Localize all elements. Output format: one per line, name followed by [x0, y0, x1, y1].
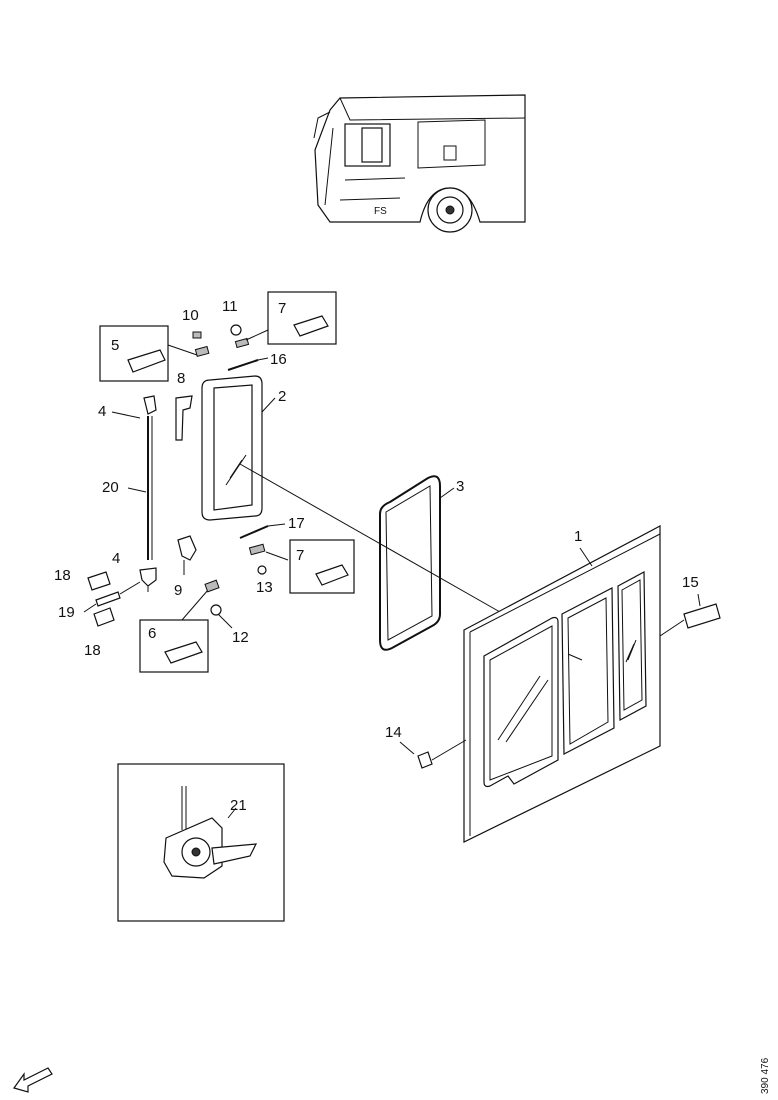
- label-11: 11: [222, 298, 238, 315]
- callout-11: 11: [222, 298, 242, 336]
- label-19: 19: [58, 604, 75, 621]
- callout-2: 2: [201, 375, 286, 521]
- callout-18-top: 18: [54, 567, 111, 591]
- callout-17: 17: [239, 515, 305, 539]
- callout-12: 12: [210, 604, 249, 646]
- label-8: 8: [177, 370, 185, 387]
- label-15: 15: [682, 574, 699, 591]
- label-20: 20: [102, 479, 119, 496]
- label-9: 9: [174, 582, 182, 599]
- label-10: 10: [182, 307, 199, 324]
- part-11-nut: [230, 324, 242, 336]
- callout-4-top: 4: [98, 395, 157, 420]
- label-16: 16: [270, 351, 287, 368]
- label-13: 13: [256, 579, 273, 596]
- reference-number: 390 476: [760, 1057, 771, 1094]
- label-5: 5: [111, 337, 119, 354]
- label-18-top: 18: [54, 567, 71, 584]
- label-2: 2: [278, 388, 286, 405]
- label-1: 1: [574, 528, 582, 545]
- part-10-clip: [192, 331, 202, 339]
- callout-20: 20: [102, 416, 153, 560]
- callout-4-bottom: 4: [112, 550, 157, 592]
- callout-15: 15: [659, 574, 721, 637]
- label-3: 3: [456, 478, 464, 495]
- label-6: 6: [148, 625, 156, 642]
- label-7-top: 7: [278, 300, 286, 317]
- callout-14: 14: [385, 724, 467, 769]
- callout-19: 19: [58, 591, 121, 621]
- label-4-bottom: 4: [112, 550, 120, 567]
- detail-box-7-bottom: 7: [265, 539, 355, 594]
- callout-1: 1: [463, 525, 661, 843]
- label-7-bottom: 7: [296, 547, 304, 564]
- label-18-bottom: 18: [84, 642, 101, 659]
- label-21: 21: [230, 797, 247, 814]
- callout-10: 10: [182, 307, 202, 339]
- detail-box-21: 21: [117, 763, 285, 922]
- callout-18-bottom: 18: [84, 607, 115, 659]
- label-4-top: 4: [98, 403, 106, 420]
- callout-9: 9: [174, 535, 197, 599]
- callout-13: 13: [256, 565, 273, 596]
- label-14: 14: [385, 724, 402, 741]
- callout-3: 3: [379, 475, 464, 651]
- direction-arrow-icon: [13, 1067, 53, 1093]
- bus-illustration: FS: [313, 94, 526, 233]
- detail-box-6: 6: [139, 579, 220, 673]
- callout-16: 16: [227, 351, 287, 371]
- label-17: 17: [288, 515, 305, 532]
- part-3-seal: [379, 475, 441, 651]
- detail-box-5: 5: [99, 325, 198, 382]
- label-12: 12: [232, 629, 249, 646]
- svg-text:FS: FS: [374, 206, 387, 217]
- callout-8: 8: [175, 370, 193, 441]
- detail-box-7-top: 7: [245, 291, 337, 345]
